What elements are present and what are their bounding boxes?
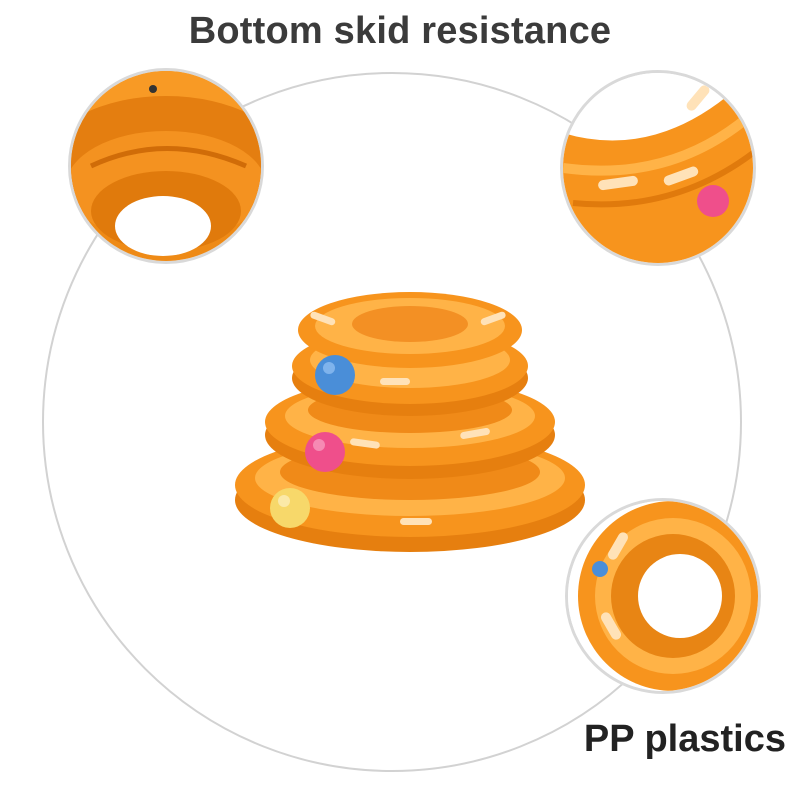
top-ring-image [568,501,758,691]
detail-circle-bottom-base [68,68,264,264]
detail-circle-top-ring [565,498,761,694]
detail-circle-track-wall [560,70,756,266]
main-product-image [230,260,590,560]
background-circle-outline [42,72,742,772]
material-label: PP plastics [583,718,786,760]
bottom-base-image [71,71,261,261]
cat-track-tower [235,292,585,552]
headline: Bottom skid resistance [188,10,612,52]
track-wall-image [563,73,753,263]
